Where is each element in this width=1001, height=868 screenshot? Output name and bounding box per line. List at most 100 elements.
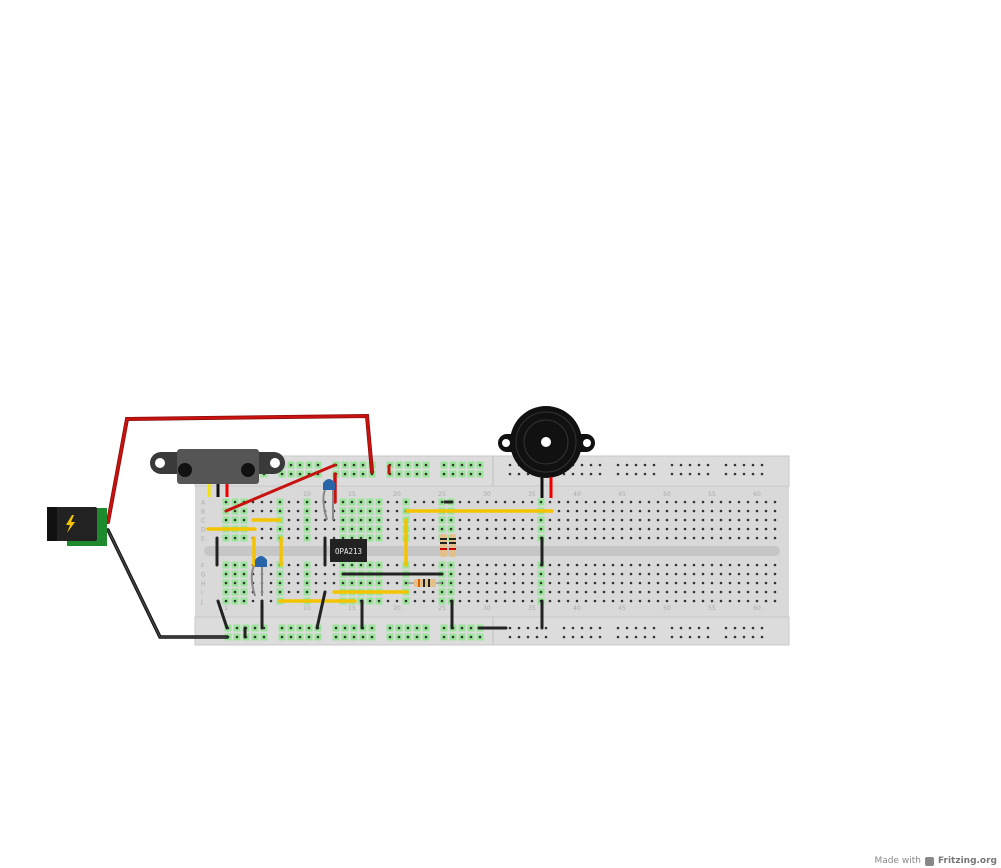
rail-hole [634,635,638,639]
hole [224,599,228,603]
hole [548,518,552,522]
rail-hole [697,635,701,639]
rail-hole [262,635,266,639]
red-wire-core [106,414,374,524]
row-letter: F [201,563,205,570]
hole [737,500,741,504]
hole [683,590,687,594]
rail-hole [616,626,620,630]
hole [746,599,750,603]
ir-distance-sensor[interactable] [150,449,285,497]
resistor-1[interactable] [440,534,447,557]
hole [530,500,534,504]
hole [269,527,273,531]
hole [485,518,489,522]
hole [341,500,345,504]
rail-hole [688,472,692,476]
rail-hole [760,626,764,630]
hole [710,599,714,603]
hole [710,509,714,513]
hole [746,536,750,540]
rail-hole [361,635,365,639]
rail-hole [469,472,473,476]
rail-hole [343,626,347,630]
hole [647,590,651,594]
hole [278,509,282,513]
hole [323,581,327,585]
hole [728,599,732,603]
hole [701,581,705,585]
hole [485,572,489,576]
hole [674,518,678,522]
hole [620,563,624,567]
hole [746,581,750,585]
rail-hole [424,626,428,630]
ceramic-capacitor-2[interactable] [250,556,267,597]
red-wire-sensor[interactable] [224,463,337,513]
hole [476,599,480,603]
hole [458,599,462,603]
hole [638,563,642,567]
hole [242,563,246,567]
resistor-3[interactable] [407,579,442,587]
hole [674,509,678,513]
lightning-icon [66,515,75,533]
hole [620,599,624,603]
rail-hole [451,635,455,639]
hole [629,590,633,594]
rail-hole [415,626,419,630]
hole [395,536,399,540]
hole [575,599,579,603]
hole [710,572,714,576]
rail-hole [469,626,473,630]
rail-hole [451,472,455,476]
opamp-chip[interactable]: OPA213 [330,539,367,562]
hole [701,527,705,531]
column-number: 15 [348,605,356,612]
hole [656,527,660,531]
hole [647,572,651,576]
hole [737,563,741,567]
breadboard [194,455,790,646]
hole [539,518,543,522]
hole [377,518,381,522]
rail-hole [442,472,446,476]
rail-hole [652,463,656,467]
ceramic-capacitor-1[interactable] [322,479,335,521]
rail-hole [307,635,311,639]
hole [701,599,705,603]
hole [575,509,579,513]
hole [314,563,318,567]
hole [341,518,345,522]
hole [719,563,723,567]
hole [656,599,660,603]
hole [701,572,705,576]
hole [683,572,687,576]
hole [584,599,588,603]
hole [539,572,543,576]
hole [548,536,552,540]
yellow-jumpers[interactable] [206,509,554,603]
rail-hole [679,626,683,630]
hole [251,599,255,603]
hole [278,581,282,585]
hole [638,590,642,594]
column-number: 20 [393,491,401,498]
rail-hole [670,626,674,630]
hole [233,581,237,585]
hole [233,536,237,540]
dc-power-jack[interactable] [47,507,107,546]
hole [530,563,534,567]
hole [260,500,264,504]
hole [719,500,723,504]
hole [665,518,669,522]
resistor-2[interactable] [449,534,456,557]
hole [296,500,300,504]
rail-hole [724,635,728,639]
hole [737,509,741,513]
hole [773,527,777,531]
rail-hole [589,635,593,639]
black-jumpers[interactable] [215,500,544,639]
piezo-buzzer[interactable] [498,406,595,498]
hole [530,536,534,540]
